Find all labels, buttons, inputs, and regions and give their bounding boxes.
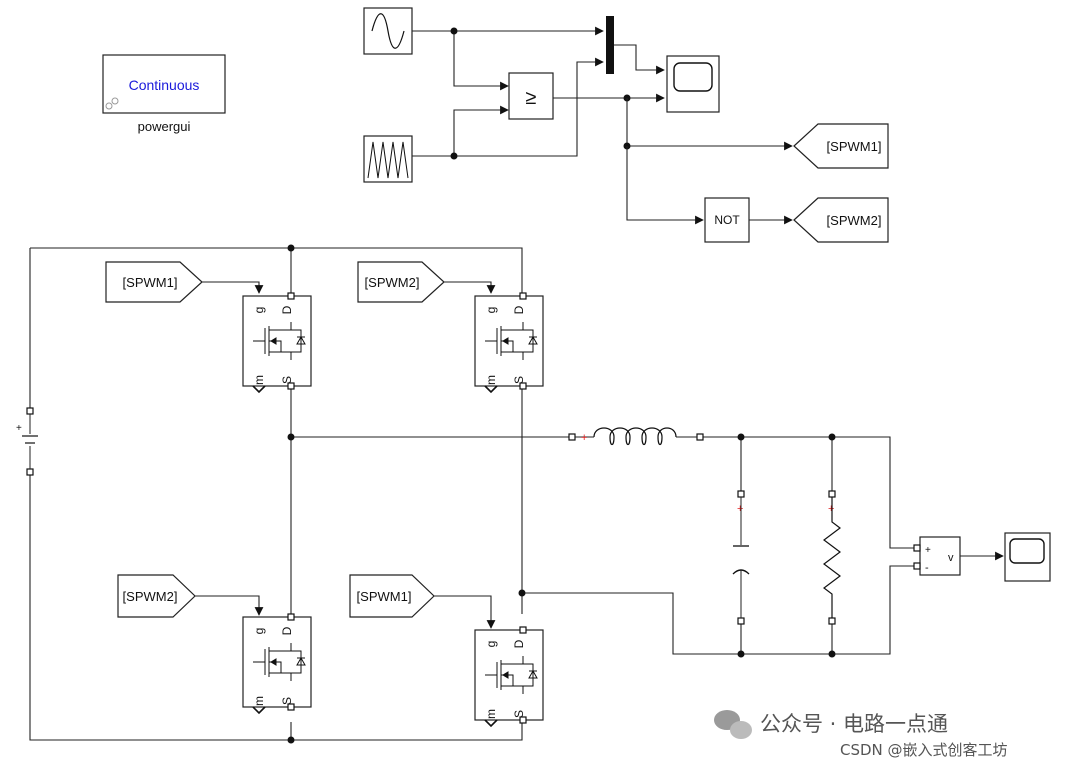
mosfet-symbol-icon xyxy=(253,322,306,360)
mosfet-q4[interactable]: g Dm S xyxy=(474,626,544,728)
goto-spwm1-label: [SPWM1] xyxy=(827,139,882,154)
mosfet-q2[interactable]: g Dm S xyxy=(474,292,544,394)
mosfet-gate-label: g xyxy=(252,307,266,314)
drain-port xyxy=(519,626,527,634)
mosfet-source-label: S xyxy=(512,376,526,384)
mosfet-measure-label: m xyxy=(252,696,266,706)
source-port xyxy=(519,382,527,390)
voltmeter-plus-label: + xyxy=(925,545,931,556)
mosfet-symbol-icon xyxy=(253,643,306,681)
not-gate-label: NOT xyxy=(714,213,740,227)
goto-spwm2-block[interactable]: [SPWM2] xyxy=(793,197,889,243)
scope-block-output[interactable] xyxy=(1004,532,1051,582)
mosfet-drain-label: D xyxy=(280,626,294,635)
inductor-plus-marker: + xyxy=(581,432,587,444)
capacitor[interactable]: + xyxy=(732,490,750,625)
sine-wave-icon xyxy=(371,13,405,49)
sine-wave-source[interactable] xyxy=(363,7,413,55)
from-q3-label: [SPWM2] xyxy=(123,589,178,604)
measure-port xyxy=(484,719,498,728)
wechat-logo xyxy=(714,710,752,739)
mosfet-gate-label: g xyxy=(484,307,498,314)
source-port xyxy=(519,716,527,724)
drain-port xyxy=(519,292,527,300)
mosfet-q1[interactable]: g Dm S xyxy=(242,292,312,394)
capacitor-plus-marker: + xyxy=(737,503,743,515)
from-spwm2-q2[interactable]: [SPWM2] xyxy=(357,261,445,303)
mosfet-measure-label: m xyxy=(252,375,266,385)
measure-port xyxy=(252,706,266,715)
measure-port xyxy=(252,385,266,394)
resistor[interactable]: + xyxy=(823,490,841,625)
mosfet-source-label: S xyxy=(512,710,526,718)
mosfet-symbol-icon xyxy=(485,656,538,694)
mosfet-measure-label: m xyxy=(484,375,498,385)
scope-screen-icon xyxy=(673,62,713,92)
source-port xyxy=(287,382,295,390)
from-q2-label: [SPWM2] xyxy=(365,275,420,290)
relational-operator-symbol: ≥ xyxy=(526,87,537,109)
goto-spwm2-label: [SPWM2] xyxy=(827,213,882,228)
mosfet-gate-label: g xyxy=(252,628,266,635)
resistor-zigzag-icon xyxy=(823,497,841,618)
link-icon xyxy=(105,97,119,110)
mosfet-drain-label: D xyxy=(280,305,294,314)
drain-port xyxy=(287,613,295,621)
powergui-block[interactable]: Continuous xyxy=(102,54,226,114)
voltage-measurement-block[interactable]: + - v xyxy=(913,536,961,576)
scope-block-control[interactable] xyxy=(666,55,720,113)
from-q1-label: [SPWM1] xyxy=(123,275,178,290)
from-spwm1-q4[interactable]: [SPWM1] xyxy=(349,574,435,618)
powergui-label: powergui xyxy=(138,119,191,134)
triangle-wave-icon xyxy=(367,141,409,179)
mosfet-source-label: S xyxy=(280,697,294,705)
dc-plus-label: + xyxy=(16,423,22,434)
mosfet-drain-label: D xyxy=(512,305,526,314)
mosfet-symbol-icon xyxy=(485,322,538,360)
source-port xyxy=(287,703,295,711)
not-gate-block[interactable]: NOT xyxy=(704,197,750,243)
inductor-coil-icon xyxy=(593,427,677,446)
from-q4-label: [SPWM1] xyxy=(357,589,412,604)
resistor-plus-marker: + xyxy=(828,503,834,515)
mux-block[interactable] xyxy=(606,16,614,74)
watermark-csdn: CSDN @嵌入式创客工坊 xyxy=(840,741,1008,759)
from-spwm2-q3[interactable]: [SPWM2] xyxy=(117,574,196,618)
goto-spwm1-block[interactable]: [SPWM1] xyxy=(793,123,889,169)
dc-voltage-source[interactable]: + xyxy=(16,407,38,476)
mosfet-source-label: S xyxy=(280,376,294,384)
triangle-wave-source[interactable] xyxy=(363,135,413,183)
powergui-mode: Continuous xyxy=(129,77,200,93)
drain-port xyxy=(287,292,295,300)
from-spwm1-q1[interactable]: [SPWM1] xyxy=(105,261,203,303)
relational-operator-block[interactable]: ≥ xyxy=(508,72,554,120)
voltmeter-v-label: v xyxy=(948,552,954,564)
watermark-channel: 公众号 · 电路一点通 xyxy=(760,712,948,736)
measure-port xyxy=(484,385,498,394)
mosfet-q3[interactable]: g Dm S xyxy=(242,613,312,715)
voltmeter-minus-label: - xyxy=(925,562,929,574)
scope-screen-icon xyxy=(1009,538,1045,564)
mosfet-drain-label: D xyxy=(512,639,526,648)
mosfet-measure-label: m xyxy=(484,709,498,719)
inductor[interactable]: + xyxy=(568,427,704,446)
mosfet-gate-label: g xyxy=(484,641,498,648)
